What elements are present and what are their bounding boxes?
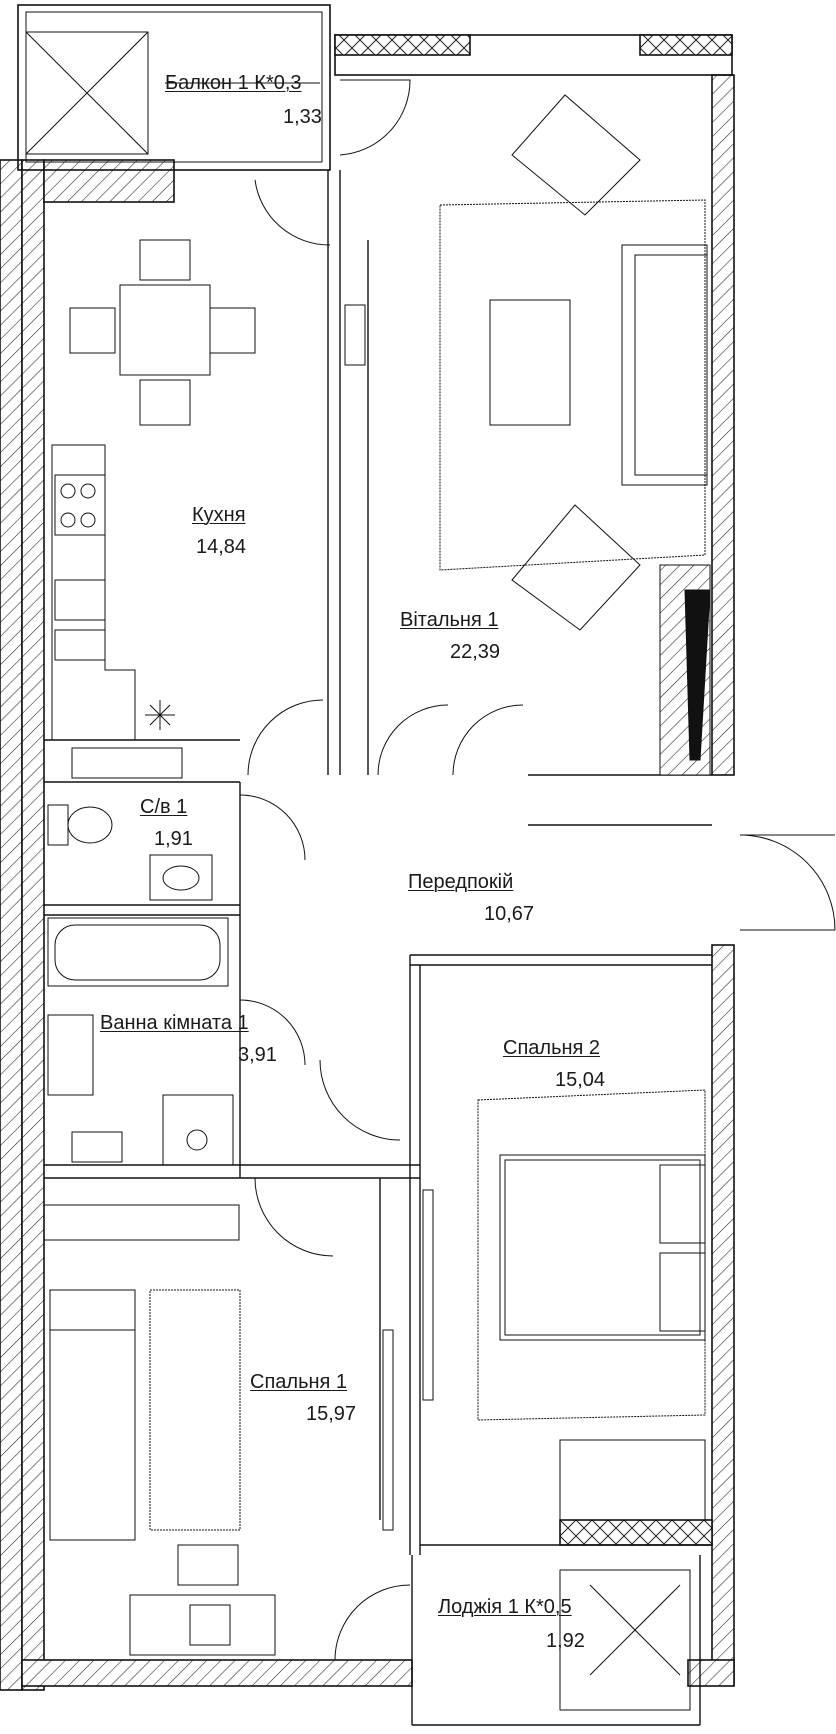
loggia-label: Лоджія 1 К*0,5 1,92 (438, 1597, 585, 1651)
bathroom-label: Ванна кімната 1 3,91 (100, 1013, 277, 1065)
interior-walls (44, 170, 712, 1726)
bedroom1-label: Спальня 1 15,97 (250, 1372, 356, 1424)
hall-label: Передпокій 10,67 (408, 872, 534, 924)
hall-name: Передпокій (408, 871, 514, 893)
bedroom1-name: Спальня 1 (250, 1371, 348, 1393)
bedroom2-furniture (422, 1089, 706, 1521)
bathroom-area: 3,91 (238, 1044, 277, 1066)
balcony-outline (17, 4, 411, 171)
loggia-name: Лоджія 1 К*0,5 (438, 1596, 572, 1618)
bedroom2-area: 15,04 (555, 1069, 606, 1091)
kitchen-area: 14,84 (196, 536, 247, 558)
bedroom2-name: Спальня 2 (503, 1037, 601, 1059)
living-area: 22,39 (450, 641, 501, 663)
bedroom1-area: 15,97 (306, 1403, 357, 1425)
wc-name: С/в 1 (140, 796, 188, 818)
living-furniture (344, 94, 711, 776)
bedroom1-furniture (43, 1204, 394, 1656)
loggia-area: 1,92 (546, 1630, 585, 1652)
exterior-walls (0, 34, 735, 1691)
wc-area: 1,91 (154, 828, 193, 850)
kitchen-furniture (51, 239, 256, 779)
living-name: Вітальня 1 (400, 609, 499, 631)
doors (239, 179, 836, 1661)
balcony-name: Балкон 1 К*0,3 (165, 72, 302, 94)
kitchen-label: Кухня 14,84 (192, 505, 246, 557)
wc-label: С/в 1 1,91 (140, 797, 193, 849)
bathroom-name: Ванна кімната 1 (100, 1012, 249, 1034)
bath-fixtures (47, 804, 234, 1166)
balcony-area: 1,33 (283, 106, 322, 128)
kitchen-name: Кухня (192, 504, 246, 526)
bedroom2-label: Спальня 2 15,04 (503, 1038, 605, 1090)
living-label: Вітальня 1 22,39 (400, 610, 500, 662)
balcony-label: Балкон 1 К*0,3 1,33 (165, 73, 322, 127)
hall-area: 10,67 (484, 903, 535, 925)
